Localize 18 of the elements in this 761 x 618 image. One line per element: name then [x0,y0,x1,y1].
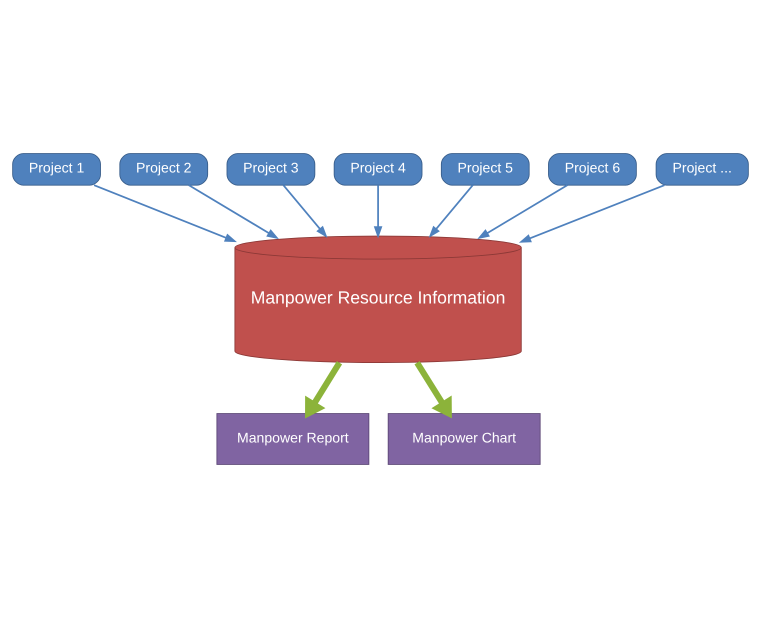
node-box: Project 1 [12,153,101,186]
node-box: Project 2 [119,153,208,186]
node-box: Project ... [656,153,749,186]
arrow [282,184,328,238]
arrow [188,184,279,240]
arrow [428,184,474,238]
node-box: Project 3 [226,153,316,186]
arrow [305,361,342,418]
arrow [414,361,452,418]
arrow [374,185,382,239]
node-box: Manpower Report [216,413,370,465]
node-box: Project 4 [334,153,422,186]
node-box: Project 6 [548,153,637,186]
node-box: Project 5 [440,153,530,186]
node-box: Manpower Chart [388,413,541,465]
arrow [94,184,237,242]
arrow [518,184,665,243]
arrow [477,184,568,240]
